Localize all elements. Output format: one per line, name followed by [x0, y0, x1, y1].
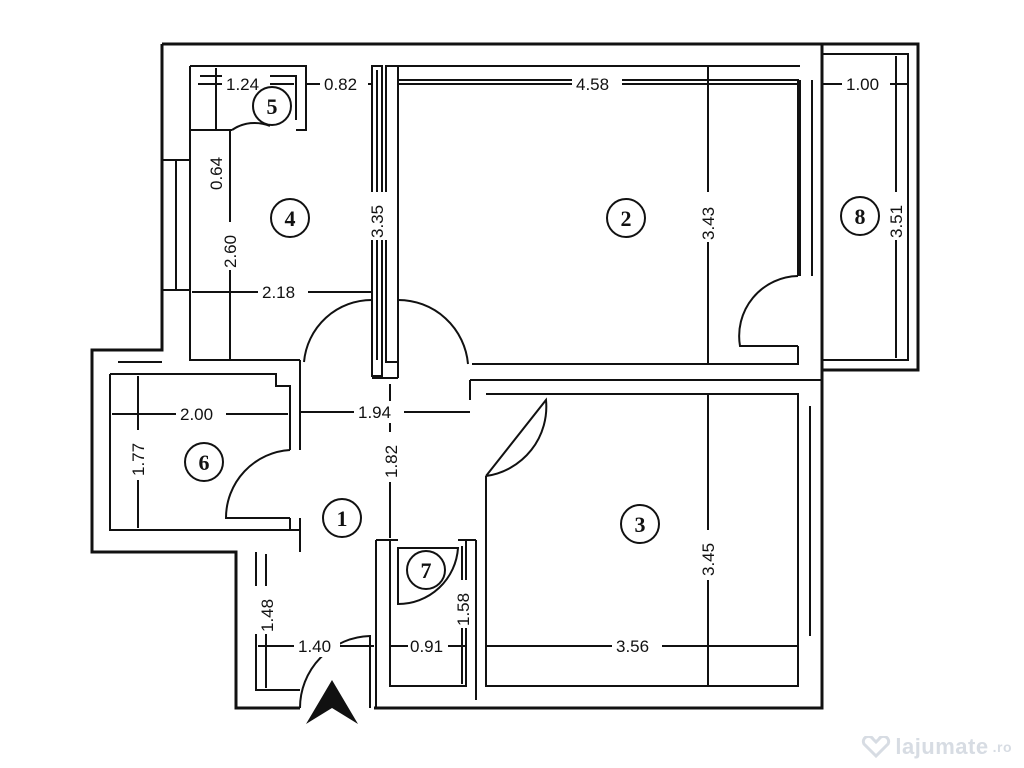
dim-r8-height: 3.51 [887, 205, 906, 238]
interior-walls [110, 65, 822, 708]
dimension-labels: 1.24 0.82 4.58 1.00 0.64 2.60 3.35 3.43 … [125, 73, 907, 657]
dim-r8-width: 1.00 [846, 75, 879, 94]
dim-hall-depth: 1.82 [382, 445, 401, 478]
dim-entry-height: 1.48 [258, 599, 277, 632]
heart-logo-icon [862, 736, 891, 758]
svg-text:6: 6 [199, 450, 210, 475]
watermark-suffix: .ro [992, 739, 1012, 755]
watermark-text: lajumate [895, 734, 989, 759]
room-marker-8: 8 [840, 196, 880, 236]
dim-r5-width: 1.24 [226, 75, 259, 94]
dim-r4-full-height: 3.35 [368, 205, 387, 238]
dim-gap-width: 0.82 [324, 75, 357, 94]
room-marker-6: 6 [184, 442, 224, 482]
room-markers: 1 2 3 4 5 6 7 8 [184, 86, 880, 590]
dim-r3-height: 3.45 [699, 543, 718, 576]
balcony-walls [799, 42, 920, 372]
dim-r6-width: 2.00 [180, 405, 213, 424]
svg-text:3: 3 [635, 512, 646, 537]
svg-text:2: 2 [621, 206, 632, 231]
svg-text:5: 5 [267, 94, 278, 119]
dim-r2-width: 4.58 [576, 75, 609, 94]
svg-text:8: 8 [855, 204, 866, 229]
room-marker-7: 7 [406, 550, 446, 590]
svg-text:7: 7 [421, 558, 432, 583]
doors [224, 121, 799, 709]
dim-r2-height: 3.43 [699, 207, 718, 240]
dim-r5-depth: 0.64 [207, 157, 226, 190]
dimension-lines [112, 56, 908, 688]
svg-text:1: 1 [337, 506, 348, 531]
room-marker-2: 2 [606, 198, 646, 238]
room-marker-1: 1 [322, 498, 362, 538]
dim-r6-height: 1.77 [129, 443, 148, 476]
room-marker-3: 3 [620, 504, 660, 544]
svg-text:4: 4 [285, 206, 296, 231]
dim-r3-width: 3.56 [616, 637, 649, 656]
dim-r7-height: 1.58 [454, 593, 473, 626]
room-marker-4: 4 [270, 198, 310, 238]
entrance-arrow-icon [306, 680, 358, 724]
dim-hall-width: 1.94 [358, 403, 391, 422]
dim-r7-width: 0.91 [410, 637, 443, 656]
dim-entry-width: 1.40 [298, 637, 331, 656]
watermark: lajumate.ro [861, 734, 1012, 760]
dim-r4-height: 2.60 [221, 235, 240, 268]
dim-r4-width: 2.18 [262, 283, 295, 302]
room-marker-5: 5 [252, 86, 292, 126]
